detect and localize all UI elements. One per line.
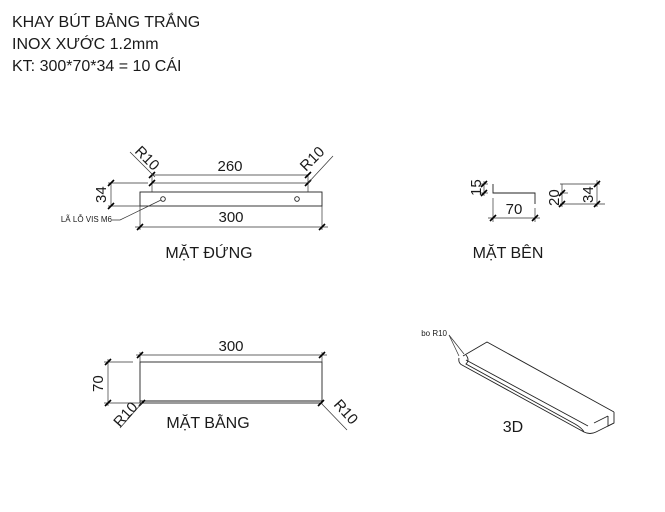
radius-label-left: R10 — [110, 399, 141, 431]
dim-text-300: 300 — [218, 209, 243, 226]
tick — [318, 351, 326, 359]
iso-inner-fold — [465, 359, 589, 427]
tick — [304, 171, 312, 179]
note-bo-r10: bo R10 — [421, 329, 447, 338]
leader-r10-right — [307, 155, 334, 184]
iso-fold-curve — [465, 354, 585, 433]
dim-text-15: 15 — [468, 179, 485, 196]
view-label-plan: MẶT BẰNG — [166, 413, 249, 432]
leader-r10-left — [129, 151, 156, 178]
title-material: INOX XƯỚC 1.2mm — [12, 36, 159, 53]
view-label-side: MẶT BÊN — [473, 243, 544, 262]
front-view-body — [139, 191, 323, 207]
leader-r10-right — [320, 402, 348, 431]
tick — [480, 189, 488, 197]
side-view: 15 70 20 34 MẶT BÊN — [468, 179, 605, 262]
leader-hole-note — [112, 199, 162, 221]
plan-view: 300 70 R10 R10 MẶT BẰNG — [90, 338, 361, 432]
dim-text-300: 300 — [218, 338, 243, 355]
tick — [480, 180, 488, 188]
tick — [107, 202, 115, 210]
dim-text-34: 34 — [93, 186, 110, 203]
leader-bo-r10-a — [448, 334, 460, 357]
tick — [148, 171, 156, 179]
iso-end-lip — [593, 415, 609, 424]
title-size-quantity: KT: 300*70*34 = 10 CÁI — [12, 58, 182, 75]
dim-text-34: 34 — [580, 186, 597, 203]
iso-end-profile — [607, 412, 615, 427]
iso-view: bo R10 3D — [421, 329, 615, 436]
side-profile — [492, 184, 536, 204]
leader-bo-r10-b — [448, 334, 465, 355]
hole-note: LÃ LỖ VIS M6 — [61, 215, 113, 224]
tick — [136, 351, 144, 359]
iso-back-edge — [462, 341, 615, 413]
tick — [558, 200, 566, 208]
title-block: KHAY BÚT BẢNG TRẮNG INOX XƯỚC 1.2mm KT: … — [12, 12, 200, 78]
dim-text-70: 70 — [90, 375, 107, 392]
tick — [107, 179, 115, 187]
plan-view-body — [139, 361, 323, 404]
leader-r10-left — [119, 402, 143, 429]
radius-label-left: R10 — [131, 143, 162, 174]
front-view: 260 R10 R10 34 300 LÃ LỖ VIS M6 MẶT ĐỨNG — [61, 143, 334, 262]
tick — [489, 214, 497, 222]
view-label-front: MẶT ĐỨNG — [165, 243, 252, 262]
radius-label-right: R10 — [297, 143, 328, 174]
tick — [104, 399, 112, 407]
view-label-3d: 3D — [503, 419, 523, 436]
dim-text-260: 260 — [217, 158, 242, 175]
title-product: KHAY BÚT BẢNG TRẮNG — [12, 14, 201, 31]
tick — [136, 223, 144, 231]
dim-text-70: 70 — [506, 201, 523, 218]
tick — [593, 180, 601, 188]
tick — [593, 200, 601, 208]
mounting-hole-left — [160, 196, 166, 202]
mounting-hole-right — [294, 196, 300, 202]
tick — [558, 189, 566, 197]
tick — [104, 358, 112, 366]
dim-text-20: 20 — [546, 189, 563, 206]
radius-label-right: R10 — [330, 396, 361, 428]
tick — [531, 214, 539, 222]
tick — [318, 223, 326, 231]
tick — [148, 179, 156, 187]
